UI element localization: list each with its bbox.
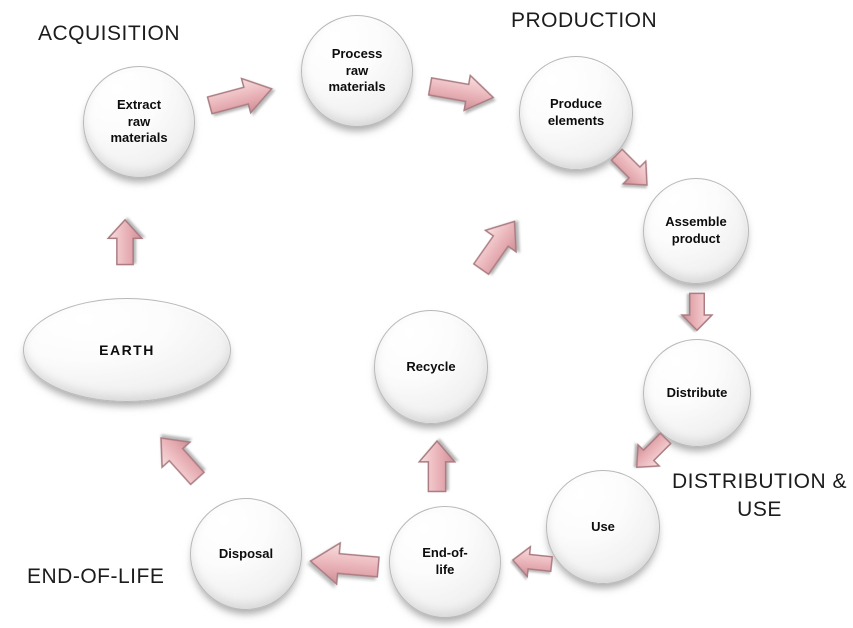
arrow-extract-to-process-icon [204, 70, 278, 124]
node-label: Distribute [666, 384, 728, 400]
node-label: Produce elements [547, 96, 605, 128]
arrow-end-of-life-to-disposal-icon [307, 539, 381, 589]
arrow-distribute-to-use-icon [625, 427, 677, 479]
node-label: Recycle [406, 358, 456, 374]
stage-label-production: PRODUCTION [511, 9, 658, 32]
node-label: EARTH [99, 341, 155, 358]
node-use: Use [546, 470, 660, 584]
arrow-recycle-upward-icon [464, 209, 531, 281]
node-label: End-of-life [422, 545, 468, 577]
node-label: Process raw materials [328, 45, 386, 95]
node-recycle: Recycle [374, 310, 488, 424]
arrow-process-to-produce-icon [426, 68, 498, 117]
node-label: Assemble product [665, 214, 727, 246]
node-extract-raw-materials: Extract raw materials [83, 66, 195, 178]
node-earth: EARTH [23, 298, 231, 402]
node-assemble-product: Assemble product [643, 178, 749, 284]
arrow-assemble-to-distribute-icon [681, 293, 713, 331]
arrow-disposal-to-earth-icon [145, 424, 212, 492]
arrow-use-to-end-of-life-icon [510, 544, 553, 580]
stage-label-distribution-use: DISTRIBUTION & USE [672, 470, 848, 521]
node-distribute: Distribute [643, 339, 751, 447]
node-label: Use [591, 518, 615, 534]
stage-label-acquisition: ACQUISITION [38, 22, 181, 45]
arrow-earth-to-extract-icon [107, 219, 143, 265]
node-end-of-life: End-of-life [389, 506, 501, 618]
arrow-produce-to-assemble-icon [604, 142, 659, 197]
arrow-end-of-life-to-recycle-icon [418, 440, 456, 492]
node-disposal: Disposal [190, 498, 302, 610]
node-label: Extract raw materials [110, 96, 168, 146]
stage-label-end-of-life: END-OF-LIFE [27, 565, 165, 588]
node-label: Disposal [218, 545, 274, 561]
node-produce-elements: Produce elements [519, 56, 633, 170]
node-process-raw-materials: Process raw materials [301, 15, 413, 127]
